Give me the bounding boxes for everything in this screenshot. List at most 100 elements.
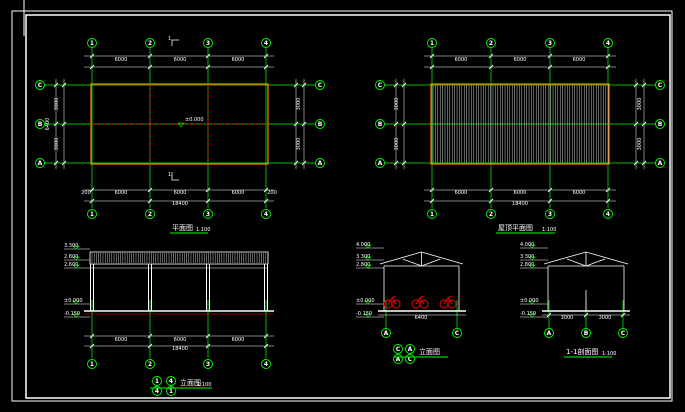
level-text-4: -0.150 bbox=[356, 311, 372, 317]
front-elevation-scale: 1:100 bbox=[197, 382, 211, 388]
dimension-tick bbox=[547, 198, 553, 204]
dimension-tick bbox=[263, 187, 269, 193]
dimension-tick bbox=[263, 64, 269, 70]
plan-axis-top-2-label: 2 bbox=[148, 40, 152, 47]
fe-axis-1: 1 bbox=[87, 359, 97, 369]
se-axis-C-label: C bbox=[455, 330, 460, 337]
plan-axis-bottom-4-label: 4 bbox=[264, 211, 268, 218]
plan-axis-lines bbox=[91, 84, 268, 164]
dimension-tick bbox=[401, 82, 407, 88]
plan-axis-right-C-label: C bbox=[318, 82, 323, 89]
roof-axis-bottom-2-circle bbox=[486, 209, 496, 219]
dimension-tick bbox=[488, 53, 494, 59]
dimension-tick bbox=[393, 82, 399, 88]
fe-title-axis-to-2-label: 1 bbox=[169, 388, 173, 395]
plan-axis-top-3-circle bbox=[203, 38, 213, 48]
roof-axis-bottom-3: 3 bbox=[545, 209, 555, 219]
level-text-2: 2.800 bbox=[520, 262, 534, 268]
roof-axis-right-A: A bbox=[655, 158, 665, 168]
plan-axis-bottom-4: 4 bbox=[261, 209, 271, 219]
dimension-tick bbox=[205, 53, 211, 59]
roof-axis-left-A: A bbox=[375, 158, 385, 168]
plan-dim-side-left-1: 3000 bbox=[54, 98, 60, 111]
roof-axis-left-B-label: B bbox=[378, 121, 383, 128]
plan-axis-top-1: 1 bbox=[87, 38, 97, 48]
roof-dim-bottom-1: 6000 bbox=[455, 190, 468, 196]
roof-panel-hatch bbox=[432, 85, 609, 163]
plan-elevation-symbol bbox=[177, 122, 185, 128]
dimension-tick bbox=[488, 187, 494, 193]
dimension-tick bbox=[641, 82, 647, 88]
level-text-3: ±0.000 bbox=[520, 298, 539, 304]
roof-axis-right-B: B bbox=[655, 119, 665, 129]
plan-axis-left-C-label: C bbox=[38, 82, 43, 89]
roof-axis-top-4-circle bbox=[603, 38, 613, 48]
dimension-tick bbox=[301, 160, 307, 166]
roof-axis-top-2: 2 bbox=[486, 38, 496, 48]
fe-title-axis-from-2: 4 bbox=[152, 386, 162, 396]
plan-axis-left-B: B bbox=[35, 119, 45, 129]
dimension-tick bbox=[401, 160, 407, 166]
fe-title-axis-from: 1 bbox=[152, 376, 162, 386]
dimension-tick bbox=[263, 198, 269, 204]
bicycle-3-front-wheel bbox=[447, 299, 457, 309]
roof-dim-top-1: 6000 bbox=[455, 57, 468, 63]
dimension-tick bbox=[429, 198, 435, 204]
dimension-tick bbox=[301, 121, 307, 127]
plan-axis-bottom-3-circle bbox=[203, 209, 213, 219]
fe-axis-2: 2 bbox=[145, 359, 155, 369]
fe-dim-3: 6000 bbox=[232, 337, 245, 343]
roof-axis-top-3-label: 3 bbox=[548, 40, 552, 47]
level-symbol-0 bbox=[528, 244, 536, 249]
dimension-tick bbox=[547, 53, 553, 59]
plan-axis-right-C-circle bbox=[315, 80, 325, 90]
roof-axis-left-C-label: C bbox=[378, 82, 383, 89]
plan-dim-bottom-left-offset: 200 bbox=[81, 190, 91, 196]
fe-title-axis-from-circle bbox=[152, 376, 162, 386]
plan-axis-top-3-label: 3 bbox=[206, 40, 210, 47]
section-title: 1-1剖面图 bbox=[566, 347, 598, 356]
sc-web-right bbox=[585, 258, 606, 267]
side-elevation-truss bbox=[379, 251, 464, 311]
dimension-tick bbox=[293, 160, 299, 166]
roof-dim-top-3: 6000 bbox=[573, 57, 586, 63]
dimension-tick bbox=[147, 187, 153, 193]
level-symbol-3 bbox=[364, 300, 372, 305]
plan-axis-left-B-label: B bbox=[38, 121, 43, 128]
plan-axis-right-A-label: A bbox=[318, 160, 323, 167]
roof-axis-left-B: B bbox=[375, 119, 385, 129]
fe-title-axis-to-2: 1 bbox=[166, 386, 176, 396]
dimension-tick bbox=[89, 333, 95, 339]
fe-dim-1: 6000 bbox=[115, 337, 128, 343]
section-truss bbox=[543, 251, 629, 311]
plan-axis-bottom-3: 3 bbox=[203, 209, 213, 219]
roof-dim-side-left-2: 3000 bbox=[394, 138, 400, 151]
roof-outline bbox=[430, 83, 610, 165]
dimension-tick bbox=[89, 53, 95, 59]
roof-axis-top-3-circle bbox=[545, 38, 555, 48]
se-dim-span: 6400 bbox=[415, 315, 428, 321]
plan-axis-bottom-2-circle bbox=[145, 209, 155, 219]
level-text-2: 2.800 bbox=[356, 262, 370, 268]
roof-dimension-lines bbox=[393, 53, 647, 204]
se-axis-C-circle bbox=[452, 328, 462, 338]
sc-axis-C: C bbox=[618, 328, 628, 338]
roof-axis-bottom-4: 4 bbox=[603, 209, 613, 219]
roof-axis-top-4: 4 bbox=[603, 38, 613, 48]
se-title-axis-2-label: A bbox=[408, 346, 413, 353]
roof-axis-bottom-1: 1 bbox=[427, 209, 437, 219]
plan-axis-right-B: B bbox=[315, 119, 325, 129]
dimension-tick bbox=[293, 82, 299, 88]
fe-axis-2-label: 2 bbox=[148, 361, 152, 368]
plan-section-mark-bottom: 1 bbox=[168, 172, 171, 178]
dimension-tick bbox=[147, 53, 153, 59]
dimension-tick bbox=[147, 343, 153, 349]
plan-dim-bottom-right-offset: 200 bbox=[267, 190, 277, 196]
dimension-tick bbox=[89, 198, 95, 204]
plan-axis-top-1-label: 1 bbox=[90, 40, 94, 47]
se-axis-A-circle bbox=[381, 328, 391, 338]
